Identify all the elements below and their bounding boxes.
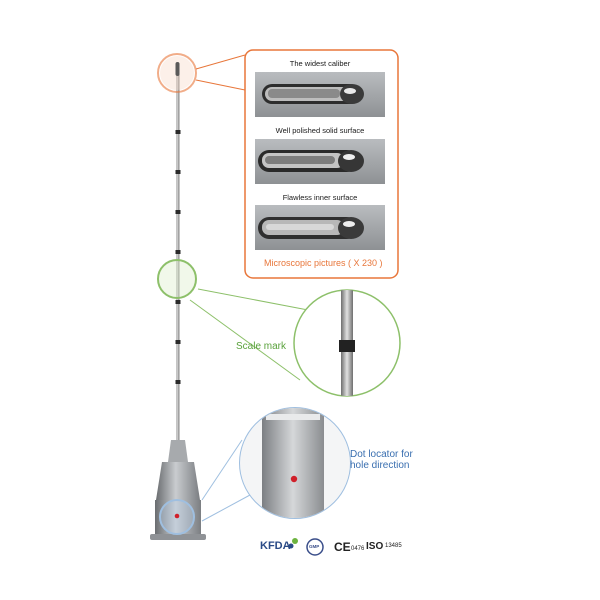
caption-polished-surface: Well polished solid surface (275, 126, 365, 135)
gmp-logo (306, 538, 324, 556)
gmp-text: GMP (309, 544, 320, 549)
ce-mark: CE (334, 540, 351, 554)
caliber-callout (195, 49, 399, 279)
kfda-logo: KFDA (260, 540, 291, 552)
scale-mark-highlight (157, 259, 197, 299)
iso-mark: ISO (366, 541, 384, 552)
dot-locator-callout (201, 407, 351, 522)
dot-locator-label: Dot locator for hole direction (350, 449, 413, 471)
caption-inner-surface: Flawless inner surface (282, 193, 358, 202)
scale-mark-callout (189, 288, 401, 397)
kfda-leaf-icon (288, 538, 298, 549)
microscopic-label: Microscopic pictures ( X 230 ) (264, 258, 383, 268)
needle (150, 53, 206, 540)
caption-widest-caliber: The widest caliber (289, 59, 351, 68)
ce-number: 0476 (351, 546, 365, 552)
scale-mark-label: Scale mark (236, 341, 287, 352)
needle-hub (156, 462, 200, 500)
iso-number: 13485 (385, 543, 402, 549)
hub-dot (174, 513, 180, 519)
